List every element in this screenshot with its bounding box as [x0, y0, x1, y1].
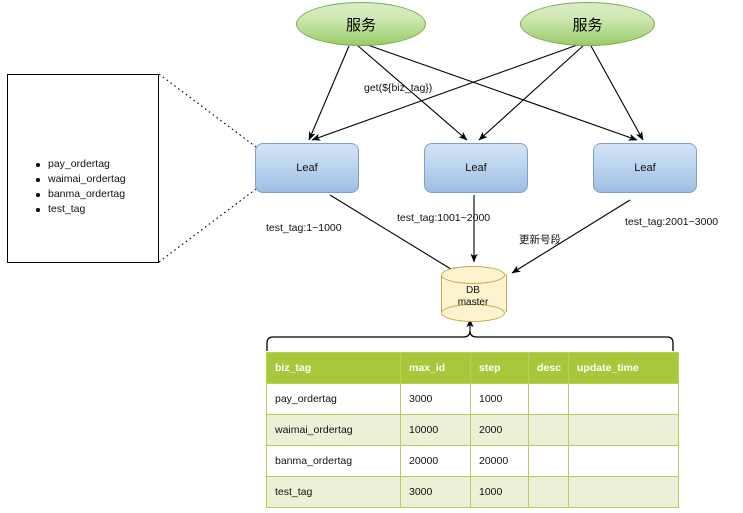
leaf1-range-label: test_tag:1~1000 [266, 222, 342, 234]
cell-max-id: 3000 [400, 476, 471, 508]
cell-step: 1000 [470, 383, 529, 415]
table-row: waimai_ordertag 10000 2000 [266, 414, 679, 446]
cell-max-id: 3000 [400, 383, 471, 415]
table-row: test_tag 3000 1000 [266, 476, 679, 508]
service-to-leaf-arrows [308, 42, 644, 141]
leaf-node-2[interactable]: Leaf [424, 143, 528, 193]
cell-desc [528, 476, 569, 508]
cell-step: 20000 [470, 445, 529, 477]
cell-step: 2000 [470, 414, 529, 446]
cell-max-id: 10000 [400, 414, 471, 446]
cell-update-time [568, 383, 679, 415]
db-cylinder-bottom [441, 304, 505, 322]
list-item: pay_ordertag [34, 157, 126, 172]
db-cylinder-top [441, 266, 505, 284]
table-brace [266, 330, 674, 351]
callout-leader-lines [158, 73, 257, 263]
biz-tag-list-callout: pay_ordertag waimai_ordertag banma_order… [7, 74, 159, 263]
db-label-line1: DB [466, 285, 480, 296]
leaf-label: Leaf [296, 162, 318, 174]
biz-tag-list: pay_ordertag waimai_ordertag banma_order… [34, 157, 126, 217]
cell-desc [528, 414, 569, 446]
table-header-row: biz_tag max_id step desc update_time [266, 352, 679, 384]
leaf-alloc-table: biz_tag max_id step desc update_time pay… [266, 352, 679, 508]
column-header-desc: desc [528, 352, 569, 384]
table-row: pay_ordertag 3000 1000 [266, 383, 679, 415]
table-row: banma_ordertag 20000 20000 [266, 445, 679, 477]
leaf-node-1[interactable]: Leaf [255, 143, 359, 193]
cell-biz-tag: waimai_ordertag [266, 414, 401, 446]
cell-biz-tag: pay_ordertag [266, 383, 401, 415]
list-item: test_tag [34, 202, 126, 217]
get-biz-tag-label: get(${biz_tag}) [364, 82, 433, 94]
cell-desc [528, 445, 569, 477]
service-label: 服务 [572, 16, 603, 34]
cell-update-time [568, 414, 679, 446]
leaf-to-db-arrows [329, 194, 631, 275]
cell-update-time [568, 476, 679, 508]
column-header-max-id: max_id [400, 352, 471, 384]
db-master-label: DB master [441, 278, 505, 316]
cell-max-id: 20000 [400, 445, 471, 477]
db-label-line2: master [457, 297, 489, 308]
cell-biz-tag: banma_ordertag [266, 445, 401, 477]
leaf3-range-label: test_tag:2001~3000 [625, 216, 719, 228]
column-header-update-time: update_time [568, 352, 679, 384]
cell-desc [528, 383, 569, 415]
leaf-label: Leaf [465, 162, 487, 174]
db-master-node[interactable]: DB master [441, 266, 507, 322]
update-segment-label: 更新号段 [519, 234, 561, 246]
leaf2-range-label: test_tag:1001~2000 [397, 212, 491, 224]
cell-biz-tag: test_tag [266, 476, 401, 508]
list-item: banma_ordertag [34, 187, 126, 202]
column-header-biz-tag: biz_tag [266, 352, 401, 384]
service-label: 服务 [345, 16, 376, 34]
service-node-left[interactable]: 服务 [296, 2, 426, 46]
leaf-label: Leaf [634, 162, 656, 174]
service-node-right[interactable]: 服务 [520, 2, 655, 46]
list-item: waimai_ordertag [34, 172, 126, 187]
leaf-node-3[interactable]: Leaf [593, 143, 697, 193]
column-header-step: step [470, 352, 529, 384]
cell-step: 1000 [470, 476, 529, 508]
cell-update-time [568, 445, 679, 477]
